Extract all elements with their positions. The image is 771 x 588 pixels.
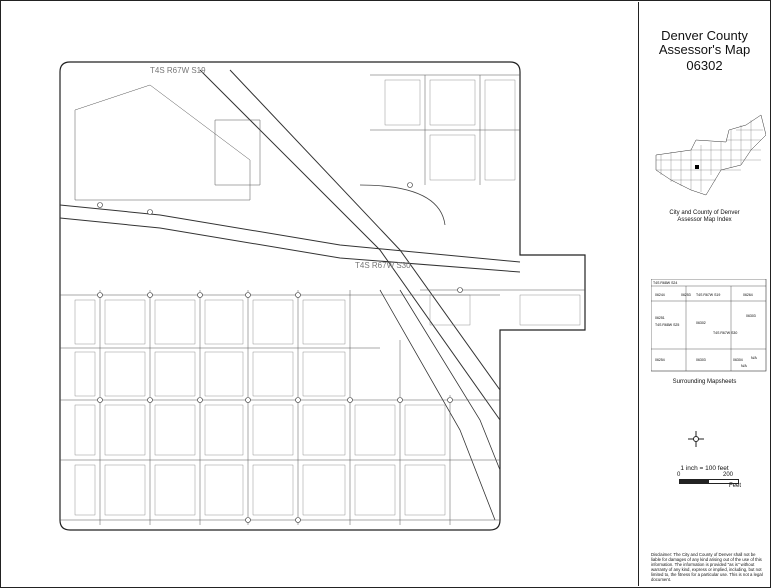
parcel-rows bbox=[74, 79, 581, 516]
scale-tick: 200 bbox=[723, 472, 734, 478]
grid-cell: N/A bbox=[751, 356, 758, 360]
map-boundary bbox=[59, 61, 586, 531]
grid-cell: 06254 bbox=[655, 358, 665, 362]
grid-cell: 06302 bbox=[696, 321, 706, 325]
street-grid bbox=[60, 74, 585, 525]
section-label: T4S R67W S19 bbox=[150, 66, 206, 75]
street-markers bbox=[97, 182, 463, 523]
scale-unit: Feet bbox=[729, 483, 742, 489]
north-arrow-icon bbox=[688, 431, 704, 447]
grid-cell: 06253 bbox=[681, 293, 691, 297]
grid-cell: T4S R67W S30 bbox=[713, 331, 737, 335]
grid-header: T4S R68W S24 bbox=[653, 281, 677, 285]
legend-panel: Denver County Assessor's Map 06302 City … bbox=[638, 2, 770, 586]
grid-cell: N/A bbox=[741, 364, 748, 368]
map-subtitle: Assessor's Map bbox=[658, 42, 751, 57]
scale-tick: 0 bbox=[677, 472, 681, 478]
parcel-block bbox=[74, 84, 251, 201]
curved-street bbox=[359, 184, 446, 226]
parcel-map: T4S R67W S19 T4S R67W S30 bbox=[59, 61, 586, 531]
grid-cell: T4S R67W S19 bbox=[696, 293, 720, 297]
map-number: 06302 bbox=[686, 58, 723, 73]
index-caption: City and County of Denver bbox=[669, 210, 740, 216]
grid-cell: 06303 bbox=[696, 358, 706, 362]
map-title: Denver County bbox=[661, 28, 748, 43]
scale-text: 1 inch = 100 feet bbox=[680, 465, 729, 472]
grid-cell: 06264 bbox=[743, 293, 753, 297]
disclaimer: Disclaimer: The City and County of Denve… bbox=[651, 552, 763, 582]
grid-cell: 06244 bbox=[655, 293, 665, 297]
surrounding-caption: Surrounding Mapsheets bbox=[672, 379, 737, 385]
grid-cell: 06303 bbox=[746, 314, 756, 318]
highway bbox=[59, 204, 521, 263]
diagonal-road bbox=[229, 69, 501, 391]
diagonal-road bbox=[399, 289, 501, 471]
highway bbox=[59, 217, 521, 273]
grid-cell: 06304 bbox=[733, 358, 743, 362]
index-caption: Assessor Map Index bbox=[677, 217, 732, 223]
diagonal-road bbox=[379, 289, 496, 521]
grid-cell: 06251 bbox=[655, 316, 665, 320]
surrounding-mapsheets-grid: T4S R68W S24 06244 06253 T4S R67W S19 06… bbox=[651, 279, 767, 372]
parcel-block bbox=[214, 119, 261, 186]
index-map bbox=[655, 114, 766, 196]
scale-bar bbox=[679, 479, 739, 484]
grid-cell: T4S R68W S25 bbox=[655, 323, 679, 327]
section-label: T4S R67W S30 bbox=[355, 261, 411, 270]
